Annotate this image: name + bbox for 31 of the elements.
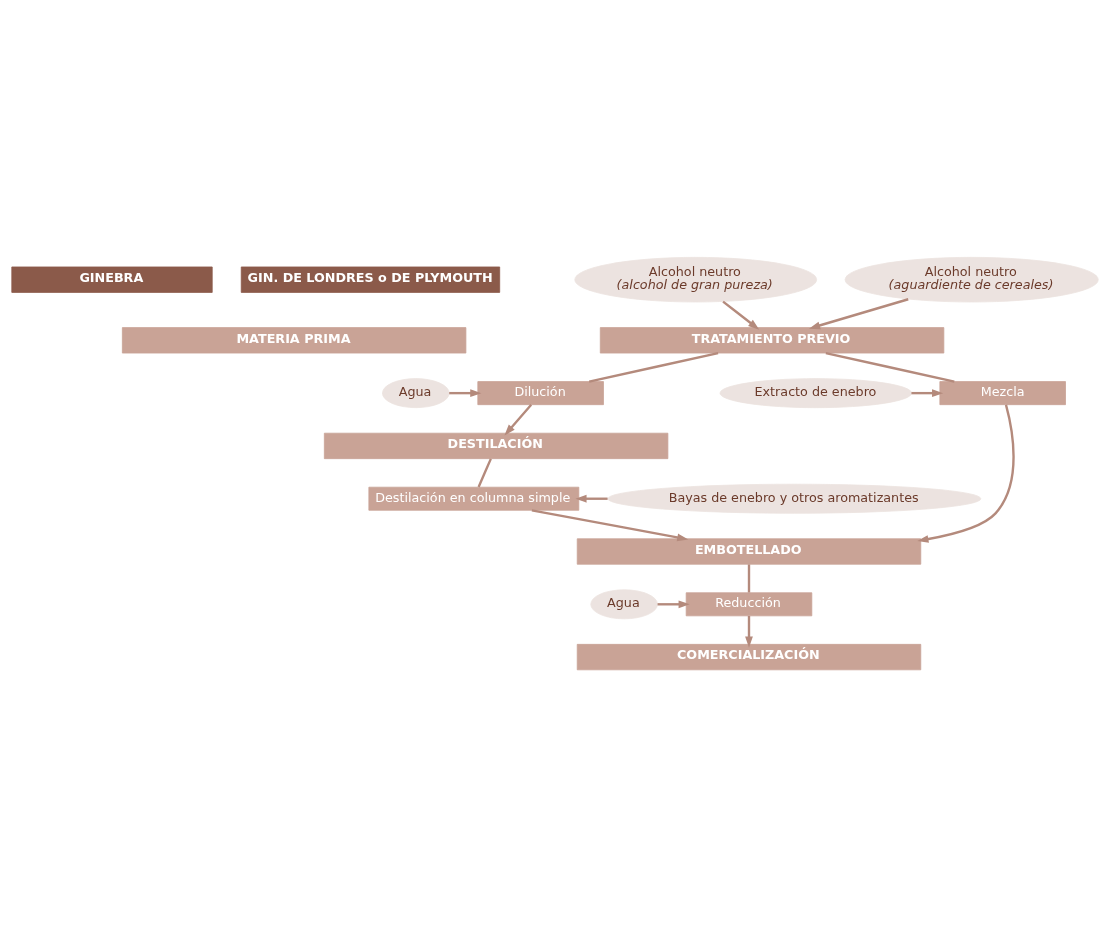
node-ellipse: Extracto de enebro xyxy=(719,378,912,409)
arrow xyxy=(575,494,608,503)
node-box: Destilación en columna simple xyxy=(368,486,580,511)
arrow xyxy=(745,615,753,648)
node-box: COMERCIALIZACIÓN xyxy=(576,643,922,671)
node-box: GINEBRA xyxy=(11,266,213,293)
node-box: DESTILACIÓN xyxy=(323,432,669,460)
node-ellipse: Alcohol neutro (aguardiente de cereales) xyxy=(844,256,1099,303)
arrow xyxy=(722,300,760,330)
connector xyxy=(477,458,492,488)
node-box: GIN. DE LONDRES o DE PLYMOUTH xyxy=(240,266,501,293)
arrow xyxy=(531,509,689,542)
arrow xyxy=(808,298,909,330)
node-box: Dilución xyxy=(477,381,604,406)
connector xyxy=(825,351,955,383)
node-box: Reducción xyxy=(685,592,813,617)
node-ellipse: Agua xyxy=(382,378,450,409)
arrow xyxy=(449,389,482,398)
arrow xyxy=(917,404,1015,543)
arrow xyxy=(911,389,944,398)
connector xyxy=(588,351,719,383)
node-box: EMBOTELLADO xyxy=(576,538,922,565)
node-ellipse: Bayas de enebro y otros aromatizantes xyxy=(607,483,982,514)
node-box: Mezcla xyxy=(939,381,1066,406)
connector xyxy=(747,564,751,593)
node-ellipse: Agua xyxy=(590,589,658,620)
node-box: MATERIA PRIMA xyxy=(121,327,467,354)
node-ellipse: Alcohol neutro (alcohol de gran pureza) xyxy=(574,256,818,303)
node-box: TRATAMIENTO PREVIO xyxy=(599,327,945,354)
arrow xyxy=(657,600,690,609)
arrow xyxy=(504,404,533,436)
